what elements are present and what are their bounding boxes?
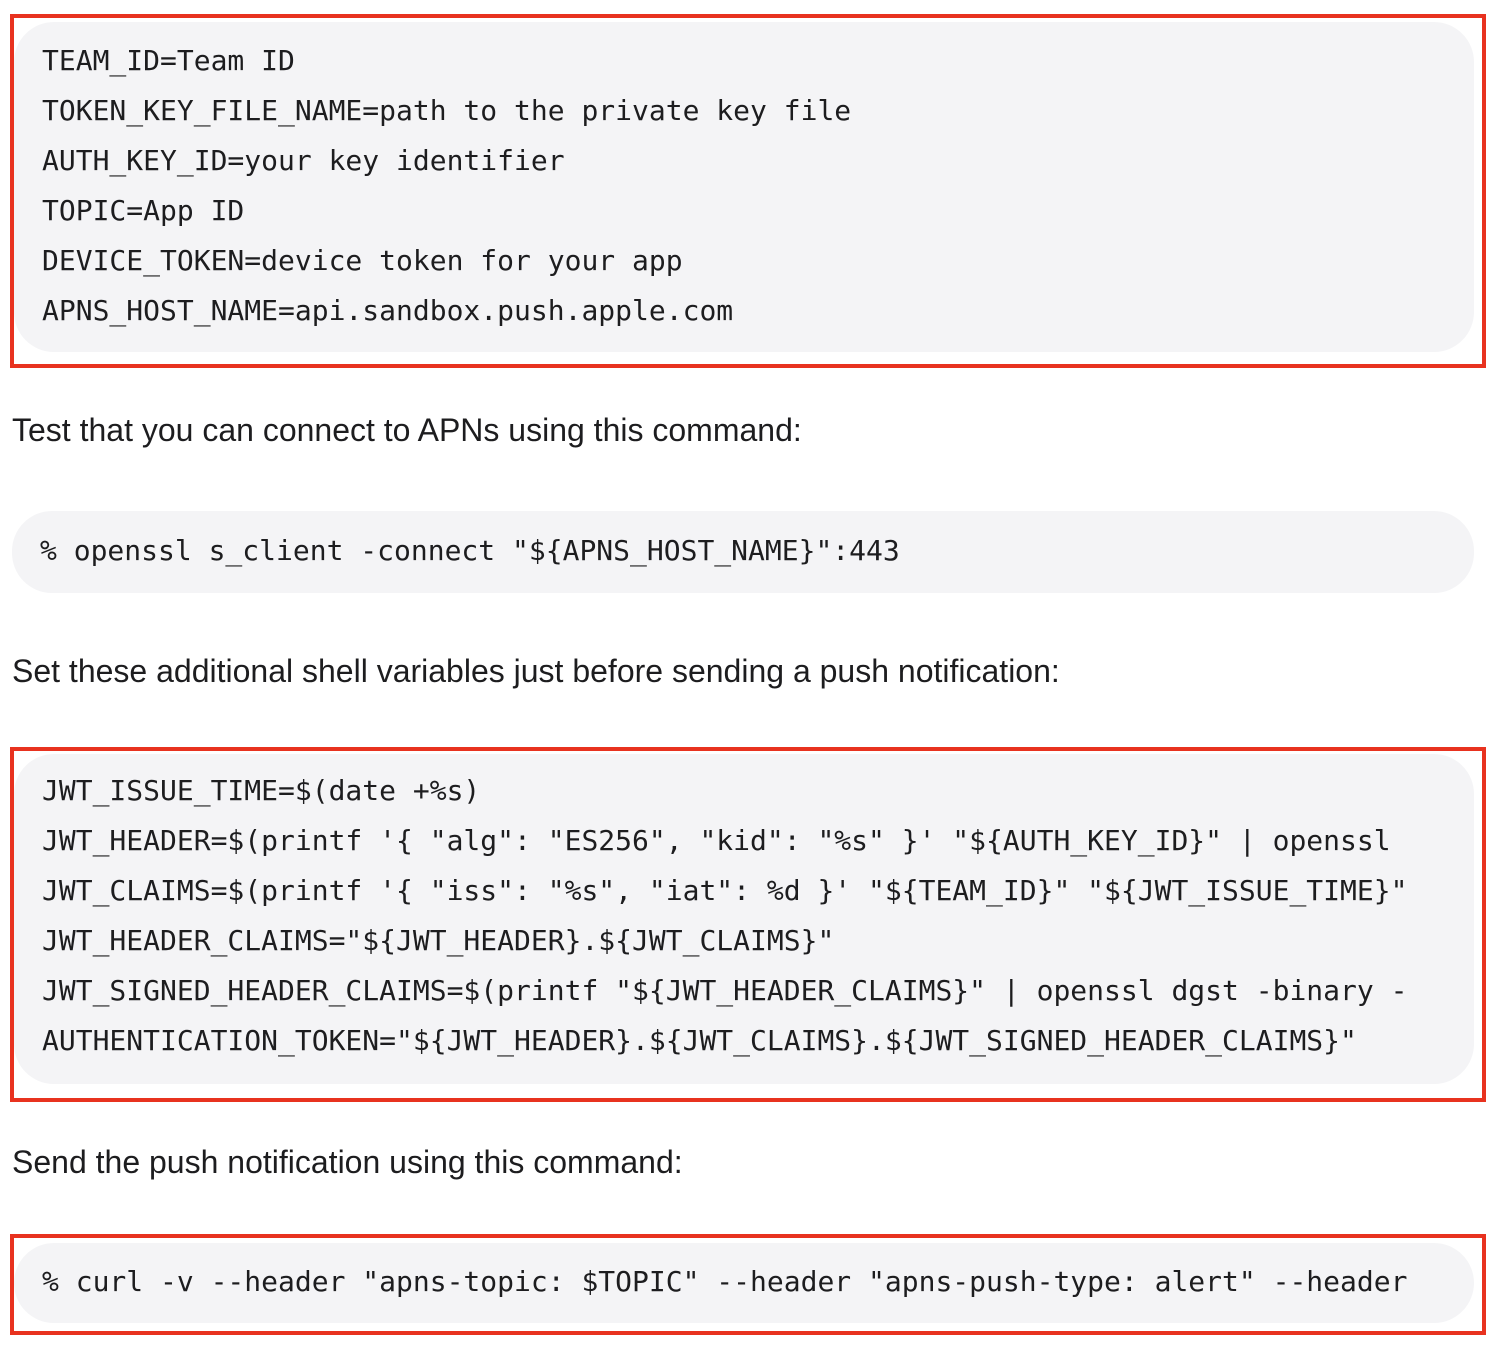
send-push-instruction: Send the push notification using this co… [12,1144,683,1180]
code-line-jwt-issue-time: JWT_ISSUE_TIME=$(date +%s) [42,774,481,807]
test-connection-instruction: Test that you can connect to APNs using … [12,412,802,448]
jwt-vars-highlight [10,747,1486,1102]
openssl-code-block[interactable]: % openssl s_client -connect "${APNS_HOST… [12,511,1474,593]
code-line-token-key-file-name: TOKEN_KEY_FILE_NAME=path to the private … [42,94,852,127]
jwt-vars-code-block[interactable]: JWT_ISSUE_TIME=$(date +%s) JWT_HEADER=$(… [14,754,1474,1084]
code-line-jwt-header-claims: JWT_HEADER_CLAIMS="${JWT_HEADER}.${JWT_C… [42,924,835,957]
code-line-apns-host-name: APNS_HOST_NAME=api.sandbox.push.apple.co… [42,294,734,327]
env-vars-code-block[interactable]: TEAM_ID=Team ID TOKEN_KEY_FILE_NAME=path… [14,22,1474,352]
curl-code-block[interactable]: % curl -v --header "apns-topic: $TOPIC" … [14,1243,1474,1323]
env-vars-highlight [10,14,1486,368]
curl-command: % curl -v --header "apns-topic: $TOPIC" … [42,1265,1408,1298]
code-line-auth-key-id: AUTH_KEY_ID=your key identifier [42,144,565,177]
curl-highlight [10,1234,1486,1335]
code-line-jwt-signed-header-claims: JWT_SIGNED_HEADER_CLAIMS=$(printf "${JWT… [42,974,1408,1007]
openssl-command: % openssl s_client -connect "${APNS_HOST… [40,534,900,567]
code-line-jwt-claims: JWT_CLAIMS=$(printf '{ "iss": "%s", "iat… [42,874,1408,907]
code-line-jwt-header: JWT_HEADER=$(printf '{ "alg": "ES256", "… [42,824,1391,857]
code-line-topic: TOPIC=App ID [42,194,245,227]
additional-vars-instruction: Set these additional shell variables jus… [12,653,1060,689]
code-line-authentication-token: AUTHENTICATION_TOKEN="${JWT_HEADER}.${JW… [42,1024,1357,1057]
code-line-device-token: DEVICE_TOKEN=device token for your app [42,244,683,277]
code-line-team-id: TEAM_ID=Team ID [42,44,295,77]
